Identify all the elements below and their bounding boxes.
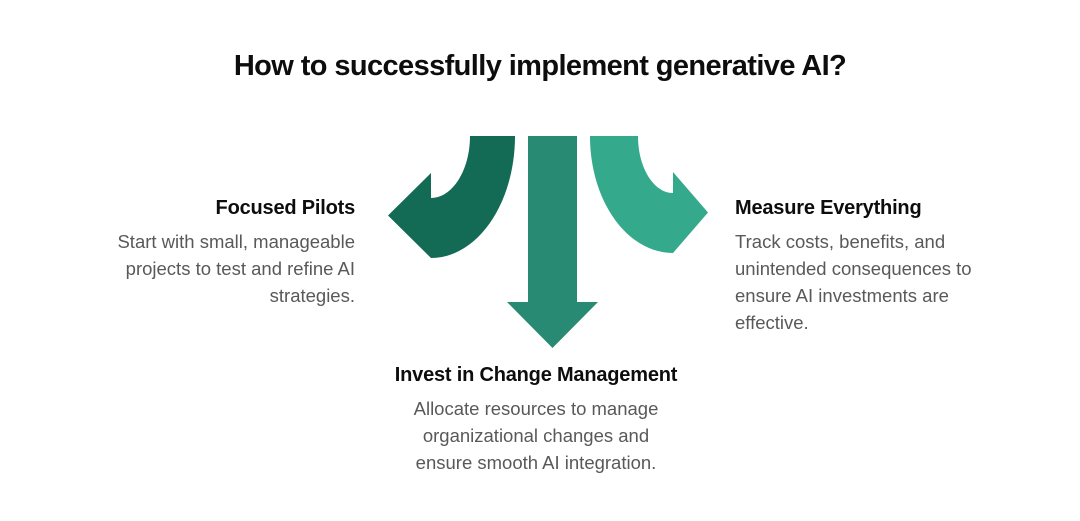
curved-arrow-right-icon [590,136,708,253]
item-description: Allocate resources to manage organizatio… [413,398,659,473]
page-title: How to successfully implement generative… [233,50,847,82]
straight-arrow-down-icon [507,136,598,348]
branching-arrows-graphic [388,136,708,348]
item-heading: Invest in Change Management [394,364,678,386]
item-heading: Focused Pilots [215,197,356,219]
item-focused-pilots: Focused Pilots Start with small, managea… [63,197,355,309]
item-heading: Measure Everything [735,197,922,219]
item-description: Start with small, manageable projects to… [117,231,355,306]
item-description: Track costs, benefits, and unintended co… [735,231,972,333]
item-measure-everything: Measure Everything Track costs, benefits… [735,197,1027,336]
item-invest-in-change-management: Invest in Change Management Allocate res… [375,364,697,476]
curved-arrow-left-icon [388,136,515,258]
